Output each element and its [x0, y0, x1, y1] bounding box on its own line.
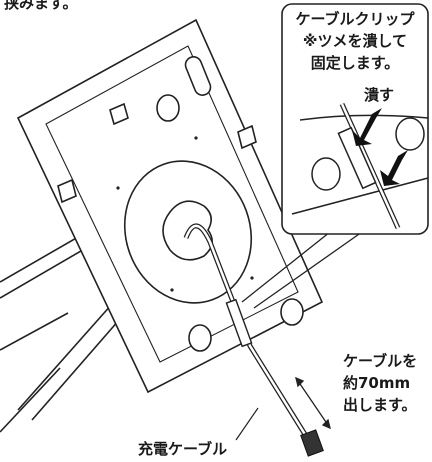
- pinch-label: 潰す: [364, 86, 394, 104]
- header-fragment: 挟みます。: [4, 0, 78, 12]
- extend-note-line3: 出します。: [343, 396, 417, 414]
- extend-note-line1: ケーブルを: [343, 352, 417, 370]
- callout-title: ケーブルクリップ: [295, 10, 415, 28]
- callout-leader: [241, 231, 363, 309]
- length-dimension: [295, 376, 331, 430]
- charging-cable-label: 充電ケーブル: [138, 440, 227, 458]
- cable-clip: [225, 298, 253, 348]
- screw-holes: [116, 136, 254, 292]
- cable-label-leader: [235, 407, 259, 441]
- charging-cable: [183, 223, 309, 438]
- callout-note-line1: ※ツメを潰して: [303, 32, 407, 50]
- cable-plug: [300, 429, 324, 457]
- callout-zoom-illustration: [291, 102, 429, 230]
- extend-note-line2: 約70mm: [343, 374, 410, 392]
- pinch-arrows: [352, 108, 408, 186]
- callout-note-line2: 固定します。: [311, 54, 400, 72]
- cable-clip-callout: ケーブルクリップ ※ツメを潰して 固定します。 潰す: [281, 3, 429, 235]
